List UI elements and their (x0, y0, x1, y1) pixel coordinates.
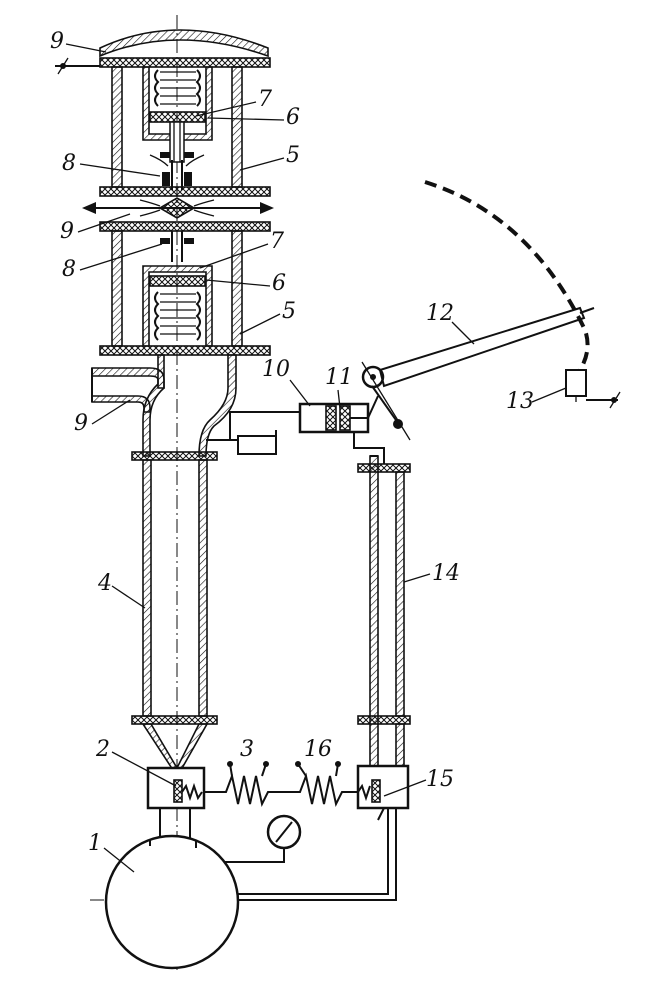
lever-arm (361, 306, 595, 441)
return-column (357, 455, 411, 807)
label-6-upper: 6 (286, 105, 300, 130)
label-2: 2 (95, 737, 110, 762)
pressure-gauge (216, 814, 302, 863)
label-5-upper: 5 (286, 143, 300, 168)
lower-chamber (99, 221, 271, 356)
label-9-middle: 9 (60, 219, 74, 244)
upper-chamber (99, 66, 271, 197)
part-labels: 9 7 6 8 5 9 8 7 6 5 9 10 11 12 13 4 14 2 (50, 29, 567, 873)
valve-right (220, 764, 410, 901)
label-8-upper: 8 (62, 151, 76, 176)
label-11: 11 (325, 365, 353, 390)
label-10: 10 (262, 357, 290, 382)
flask (104, 834, 240, 970)
scale-arc (424, 180, 590, 372)
label-3: 3 (240, 737, 254, 762)
piston-cylinder (298, 395, 385, 464)
label-15: 15 (426, 767, 454, 792)
label-12: 12 (426, 301, 454, 326)
label-16: 16 (304, 737, 332, 762)
sensor-box (206, 411, 300, 455)
label-4: 4 (97, 571, 112, 596)
label-7-lower: 7 (270, 229, 284, 254)
heater-right (290, 761, 358, 807)
heater-left (204, 761, 290, 807)
main-column (131, 451, 218, 772)
counter-box (565, 369, 621, 409)
middle-flow-arrows (82, 197, 274, 219)
label-1: 1 (88, 831, 102, 856)
label-14: 14 (432, 561, 460, 586)
label-9-pipe: 9 (74, 411, 88, 436)
label-7-upper: 7 (258, 87, 272, 112)
label-6-lower: 6 (272, 271, 286, 296)
label-5-lower: 5 (282, 299, 296, 324)
label-8-lower: 8 (62, 257, 76, 282)
top-dome-cap (55, 29, 271, 75)
label-9-top: 9 (50, 29, 64, 54)
label-13: 13 (506, 389, 534, 414)
bent-pipe (91, 354, 237, 457)
valve-left (146, 766, 206, 840)
